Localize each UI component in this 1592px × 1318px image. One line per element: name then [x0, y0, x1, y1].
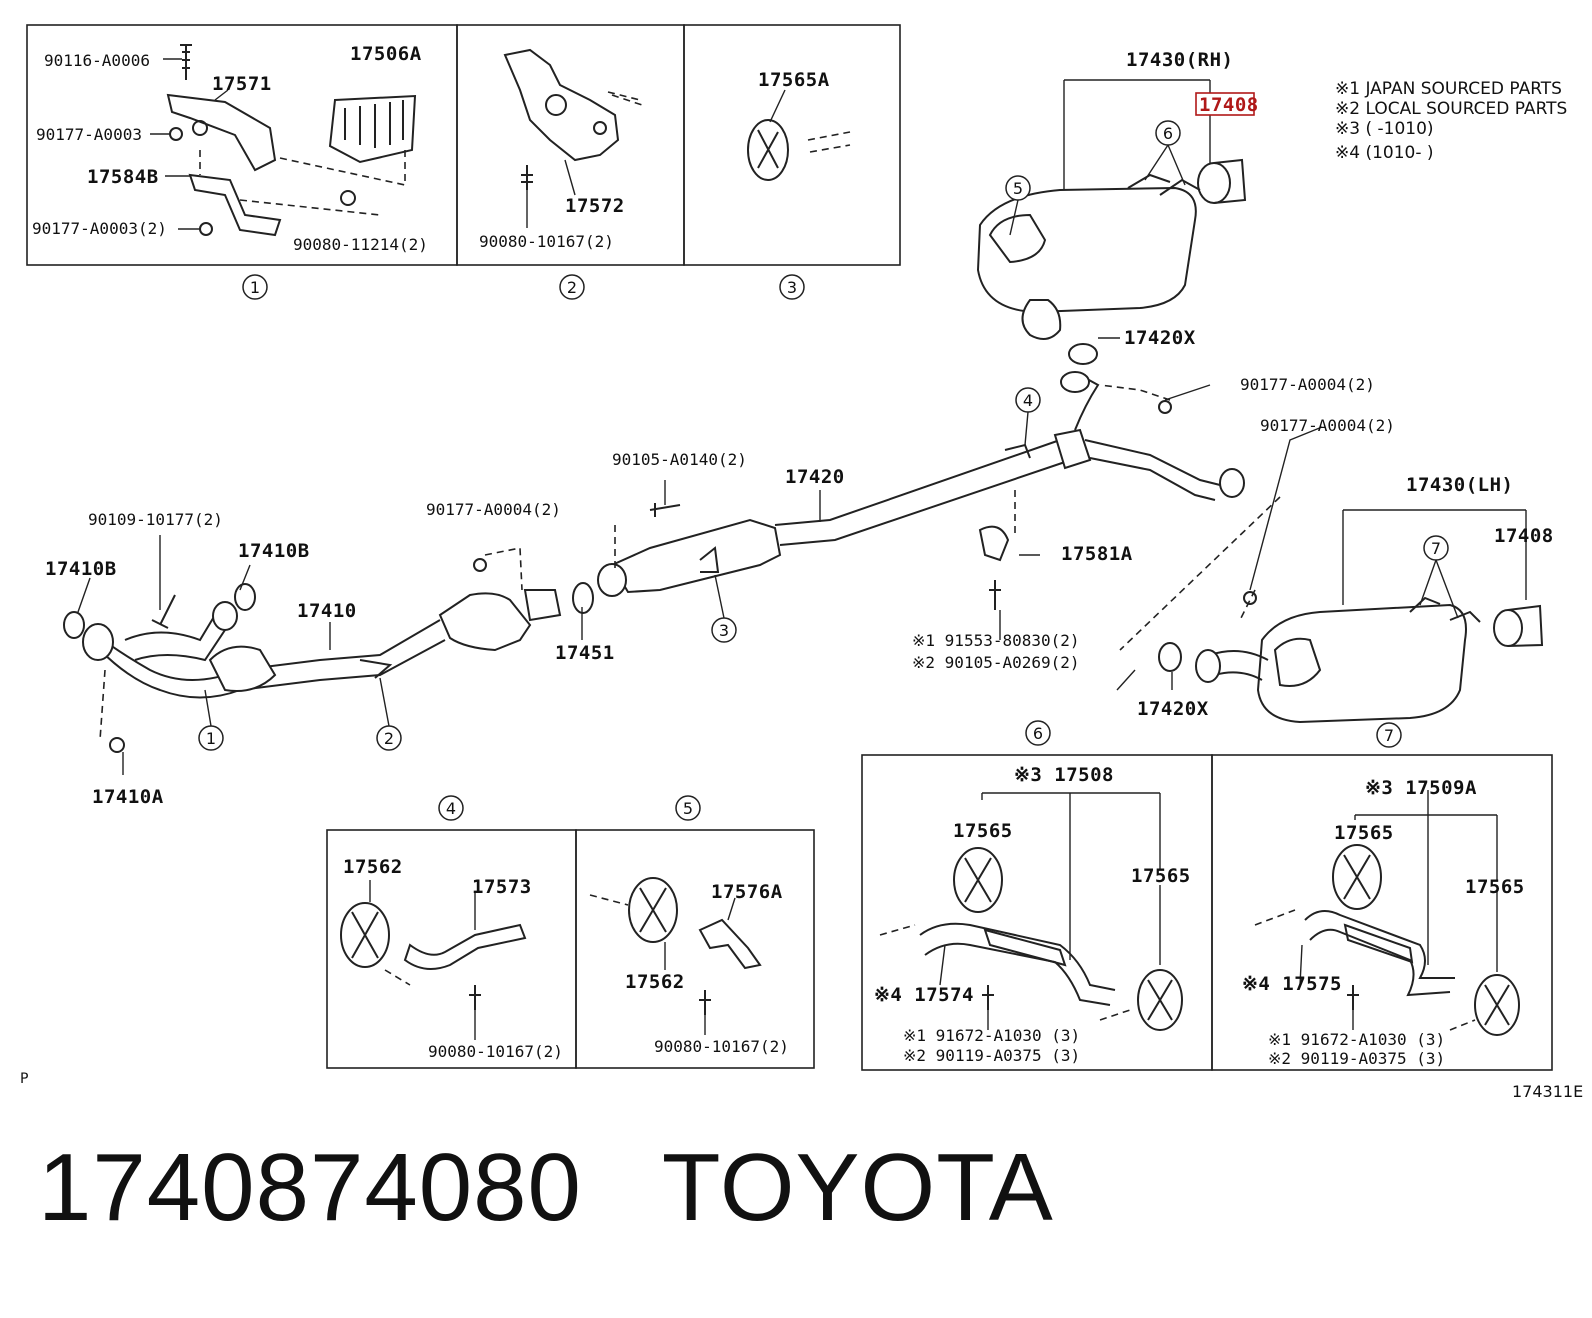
- part-label: 17420X: [1137, 698, 1209, 720]
- box-number-7: 7: [1384, 726, 1394, 745]
- part-label: 17562: [343, 856, 403, 878]
- part-label: 17410B: [238, 540, 310, 562]
- part-label: 90177-A0004(2): [1260, 416, 1395, 435]
- detail-box-3: [683, 24, 901, 300]
- corner-marker: P: [20, 1071, 28, 1087]
- figure-code: 174311E: [1512, 1082, 1583, 1101]
- part-label: ※1 91553-80830(2): [912, 631, 1080, 650]
- detail-box-4: [326, 795, 577, 1069]
- part-label: 90177-A0004(2): [426, 500, 561, 519]
- part-label: ※2 90105-A0269(2): [912, 653, 1080, 672]
- part-label: ※3 17508: [1014, 764, 1114, 786]
- part-label: 90080-10167(2): [654, 1037, 789, 1056]
- part-label: 90177-A0003: [36, 125, 142, 144]
- callout-5: 5: [1013, 179, 1023, 198]
- part-label: 17451: [555, 642, 615, 664]
- part-label: 17573: [472, 876, 532, 898]
- rh-tip-label[interactable]: 17408: [1199, 94, 1259, 116]
- part-label: 17565A: [758, 69, 830, 91]
- detail-box-1: [26, 24, 458, 300]
- part-label: 90177-A0003(2): [32, 219, 167, 238]
- part-label: 17565: [1334, 822, 1394, 844]
- part-label: 17430(LH): [1406, 474, 1513, 496]
- brand-name: TOYOTA: [661, 1134, 1054, 1241]
- part-label: ※2 90119-A0375 (3): [1268, 1049, 1445, 1068]
- part-label: 17565: [1131, 865, 1191, 887]
- callout-4: 4: [1023, 391, 1033, 410]
- callout-3: 3: [719, 621, 729, 640]
- part-label: ※1 91672-A1030 (3): [903, 1026, 1080, 1045]
- part-label: 17565: [1465, 876, 1525, 898]
- rh-gasket-label: 17420X: [1124, 327, 1196, 349]
- part-label: 17562: [625, 971, 685, 993]
- part-label: 17572: [565, 195, 625, 217]
- part-label: 17576A: [711, 881, 783, 903]
- part-label: 17584B: [87, 166, 159, 188]
- box-number-4: 4: [446, 799, 456, 818]
- part-label: 90105-A0140(2): [612, 450, 747, 469]
- part-label: ※4 17575: [1242, 973, 1342, 995]
- detail-box-5: [575, 795, 815, 1069]
- part-label: 17571: [212, 73, 272, 95]
- part-label: ※1 91672-A1030 (3): [1268, 1030, 1445, 1049]
- callout-1: 1: [206, 729, 216, 748]
- rh-muffler-assembly: [976, 79, 1247, 365]
- callout-6: 6: [1163, 124, 1173, 143]
- part-label: 17410: [297, 600, 357, 622]
- part-label: 17408: [1494, 525, 1554, 547]
- part-label: 17420: [785, 466, 845, 488]
- part-label: ※2 90119-A0375 (3): [903, 1046, 1080, 1065]
- legend-line-3: ※3 ( -1010): [1335, 119, 1434, 139]
- part-label: ※3 17509A: [1365, 777, 1477, 799]
- part-label: 17410B: [45, 558, 117, 580]
- part-label: 90080-11214(2): [293, 235, 428, 254]
- highlight-box: [1195, 92, 1255, 116]
- part-number: 1740874080: [38, 1134, 582, 1241]
- part-label: 90109-10177(2): [88, 510, 223, 529]
- part-label: 17565: [953, 820, 1013, 842]
- part-label: 17506A: [350, 43, 422, 65]
- part-label: 90116-A0006: [44, 51, 150, 70]
- callout-2: 2: [384, 729, 394, 748]
- box-number-3: 3: [787, 278, 797, 297]
- part-label: 17581A: [1061, 543, 1133, 565]
- legend-line-1: ※1 JAPAN SOURCED PARTS: [1335, 79, 1562, 99]
- part-label: 90080-10167(2): [428, 1042, 563, 1061]
- part-label: 90080-10167(2): [479, 232, 614, 251]
- part-label: 17410A: [92, 786, 164, 808]
- box-number-6: 6: [1033, 724, 1043, 743]
- main-exhaust-line: [63, 371, 1323, 775]
- detail-box-7: [1211, 722, 1553, 1071]
- part-label: 90177-A0004(2): [1240, 375, 1375, 394]
- detail-box-6: [861, 720, 1213, 1071]
- legend-line-2: ※2 LOCAL SOURCED PARTS: [1335, 99, 1567, 119]
- lh-muffler-assembly: [1158, 509, 1544, 724]
- box-number-5: 5: [683, 799, 693, 818]
- callout-7: 7: [1431, 539, 1441, 558]
- legend-line-4: ※4 (1010- ): [1335, 143, 1434, 163]
- part-label: ※4 17574: [874, 984, 974, 1006]
- box-number-2: 2: [567, 278, 577, 297]
- box-number-1: 1: [250, 278, 260, 297]
- detail-box-2: [456, 24, 685, 300]
- rh-assembly-label: 17430(RH): [1126, 49, 1233, 71]
